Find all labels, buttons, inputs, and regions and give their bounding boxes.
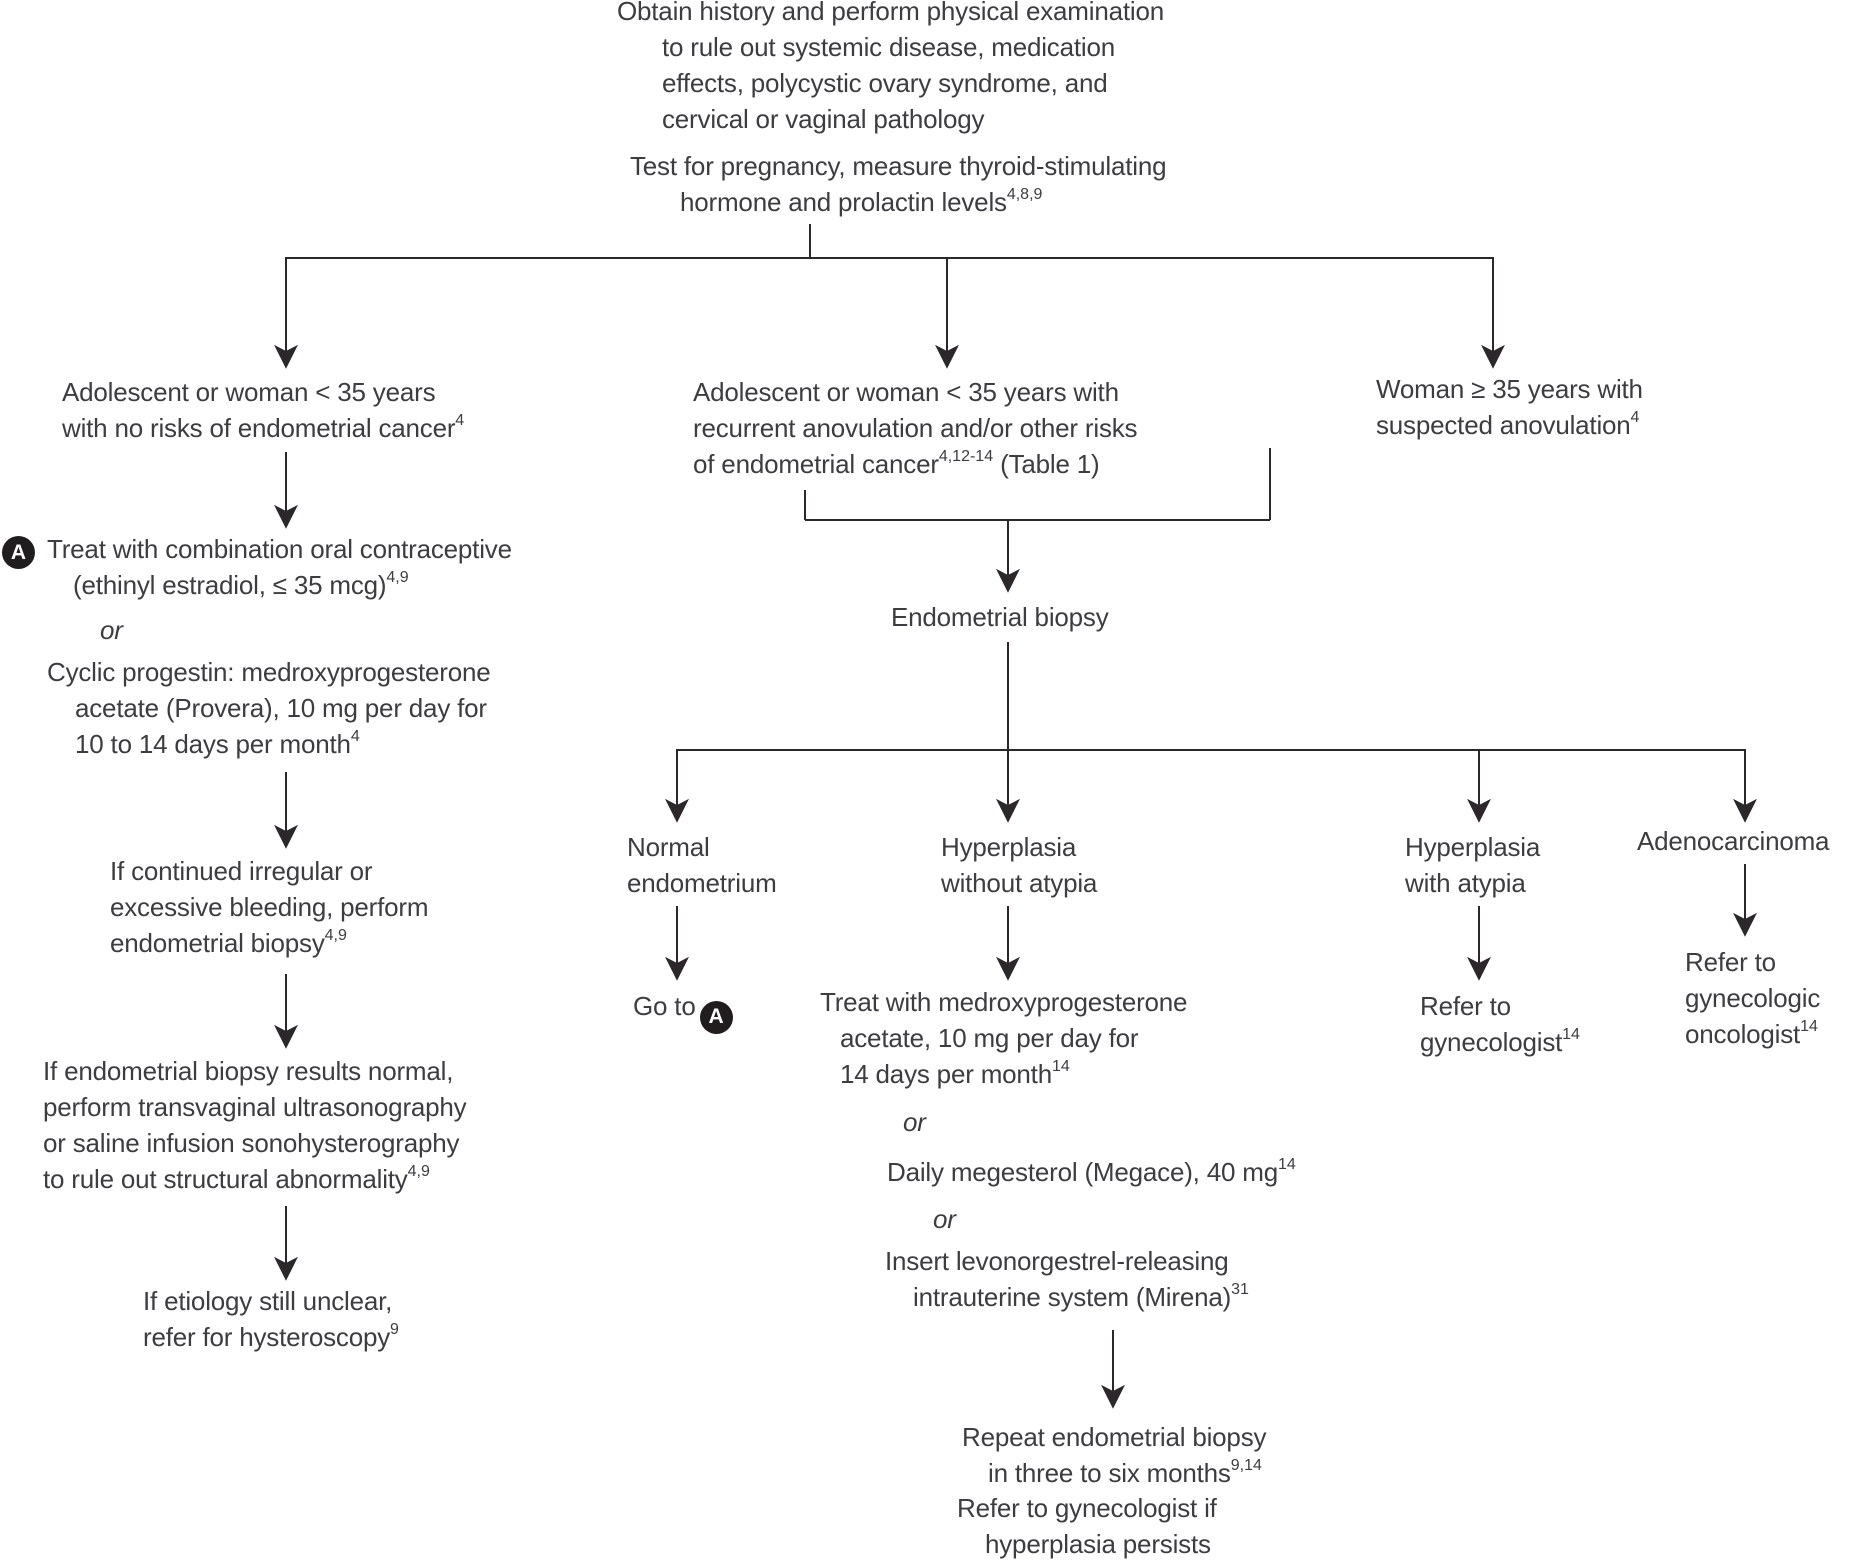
node-woman-over-35: Woman ≥ 35 years with suspected anovulat… [1376, 371, 1643, 443]
or-divider: or [903, 1107, 926, 1137]
node-daily-megesterol: Daily megesterol (Megace), 40 mg14 [887, 1154, 1296, 1190]
reference-superscript: 9 [390, 1321, 399, 1339]
reference-superscript: 4,9 [324, 927, 347, 945]
text-line: 10 to 14 days per month4 [75, 728, 360, 759]
text-line: Refer to [1685, 947, 1776, 977]
text-line: oncologist14 [1685, 1018, 1818, 1049]
reference-superscript: 4,9 [386, 569, 409, 587]
text-line: Obtain history and perform physical exam… [617, 0, 1164, 26]
text-line: Adenocarcinoma [1637, 826, 1830, 856]
reference-superscript: 14 [1562, 1026, 1580, 1044]
or-divider: or [100, 615, 123, 645]
reference-superscript: 31 [1231, 1281, 1249, 1299]
reference-superscript: 4 [1630, 409, 1640, 427]
node-adolescent-no-risk: Adolescent or woman < 35 years with no r… [62, 374, 464, 446]
text-line: to rule out systemic disease, medication [662, 32, 1115, 62]
node-adenocarcinoma: Adenocarcinoma [1637, 823, 1830, 859]
node-refer-gyn-oncologist: Refer to gynecologic oncologist14 [1685, 944, 1820, 1052]
text-line: hyperplasia persists [985, 1529, 1211, 1559]
reference-superscript: 9,14 [1230, 1457, 1262, 1475]
text-line: Refer to [1420, 991, 1511, 1021]
text-line: endometrial biopsy4,9 [110, 927, 347, 958]
node-adolescent-with-risk: Adolescent or woman < 35 years with recu… [693, 374, 1138, 482]
key-point-a-badge: A [2, 536, 35, 569]
node-cyclic-progestin: Cyclic progestin: medroxyprogesterone ac… [47, 654, 491, 762]
node-refer-if-persists: Refer to gynecologist if hyperplasia per… [957, 1490, 1217, 1562]
text-line: Daily megesterol (Megace), 40 mg14 [887, 1156, 1296, 1187]
text-line: endometrium [627, 868, 777, 898]
node-refer-gynecologist: Refer to gynecologist14 [1420, 988, 1580, 1060]
reference-superscript: 4,8,9 [1006, 186, 1043, 204]
node-repeat-biopsy: Repeat endometrial biopsy in three to si… [962, 1419, 1266, 1491]
text-line: recurrent anovulation and/or other risks [693, 413, 1138, 443]
reference-superscript: 4,9 [407, 1163, 430, 1181]
text-line: Normal [627, 832, 710, 862]
text-line: Adolescent or woman < 35 years with [693, 377, 1119, 407]
reference-superscript: 14 [1800, 1018, 1818, 1036]
text-line: perform transvaginal ultrasonography [43, 1092, 467, 1122]
text-line: in three to six months9,14 [988, 1457, 1262, 1488]
reference-superscript: 4 [455, 412, 465, 430]
text-line: Adolescent or woman < 35 years [62, 377, 436, 407]
node-etiology-unclear: If etiology still unclear, refer for hys… [143, 1283, 399, 1355]
text-line: Treat with combination oral contraceptiv… [47, 534, 512, 564]
key-point-a-badge: A [699, 1000, 733, 1034]
node-normal-endometrium: Normal endometrium [627, 829, 777, 901]
text-line: gynecologic [1685, 983, 1821, 1013]
text-line: with no risks of endometrial cancer4 [62, 412, 465, 443]
reference-superscript: 14 [1051, 1058, 1070, 1076]
node-insert-mirena: Insert levonorgestrel-releasing intraute… [885, 1243, 1249, 1315]
text-line: Repeat endometrial biopsy [962, 1422, 1267, 1452]
node-biopsy-normal-workup: If endometrial biopsy results normal, pe… [43, 1053, 467, 1197]
text-line: If endometrial biopsy results normal, [43, 1056, 454, 1086]
node-test-pregnancy: Test for pregnancy, measure thyroid-stim… [630, 148, 1167, 220]
text-line: intrauterine system (Mirena)31 [913, 1281, 1249, 1312]
text-line: suspected anovulation4 [1376, 409, 1640, 440]
text-line: Insert levonorgestrel-releasing [885, 1246, 1229, 1276]
text-line: Woman ≥ 35 years with [1376, 374, 1643, 404]
text-line: 14 days per month14 [840, 1058, 1070, 1089]
text-line: Hyperplasia [941, 832, 1077, 862]
node-treat-combination-oc: Treat with combination oral contraceptiv… [47, 531, 512, 603]
text-line: refer for hysteroscopy9 [143, 1321, 399, 1352]
text-line: or saline infusion sonohysterography [43, 1128, 460, 1158]
reference-superscript: 4,12-14 [938, 448, 994, 466]
node-continued-bleeding: If continued irregular or excessive blee… [110, 853, 429, 961]
text-line: cervical or vaginal pathology [662, 104, 985, 134]
text-line: acetate, 10 mg per day for [840, 1023, 1139, 1053]
text-line: with atypia [1405, 868, 1526, 898]
node-endometrial-biopsy: Endometrial biopsy [891, 599, 1109, 635]
reference-superscript: 14 [1277, 1156, 1296, 1174]
text-line: Refer to gynecologist if [957, 1493, 1217, 1523]
text-line: without atypia [941, 868, 1098, 898]
text-line: to rule out structural abnormality4,9 [43, 1163, 430, 1194]
text-line: hormone and prolactin levels4,8,9 [680, 186, 1043, 217]
text-line: Hyperplasia [1405, 832, 1541, 862]
text-line: Treat with medroxyprogesterone [820, 987, 1188, 1017]
text-line: If continued irregular or [110, 856, 373, 886]
text-line: of endometrial cancer4,12-14 (Table 1) [693, 448, 1100, 479]
node-obtain-history: Obtain history and perform physical exam… [617, 0, 1164, 137]
text-line: Cyclic progestin: medroxyprogesterone [47, 657, 491, 687]
text-line: If etiology still unclear, [143, 1286, 393, 1316]
or-divider: or [933, 1204, 956, 1234]
text-line: Test for pregnancy, measure thyroid-stim… [630, 151, 1167, 181]
text-line: acetate (Provera), 10 mg per day for [75, 693, 487, 723]
text-line: excessive bleeding, perform [110, 892, 429, 922]
text-line: gynecologist14 [1420, 1026, 1580, 1057]
text-line: effects, polycystic ovary syndrome, and [662, 68, 1108, 98]
node-hyperplasia-with-atypia: Hyperplasia with atypia [1405, 829, 1540, 901]
reference-superscript: 4 [350, 728, 360, 746]
node-hyperplasia-without-atypia: Hyperplasia without atypia [941, 829, 1097, 901]
node-treat-mpa: Treat with medroxyprogesterone acetate, … [820, 984, 1188, 1092]
text-line: (ethinyl estradiol, ≤ 35 mcg)4,9 [73, 569, 409, 600]
text-line: Endometrial biopsy [891, 602, 1109, 632]
